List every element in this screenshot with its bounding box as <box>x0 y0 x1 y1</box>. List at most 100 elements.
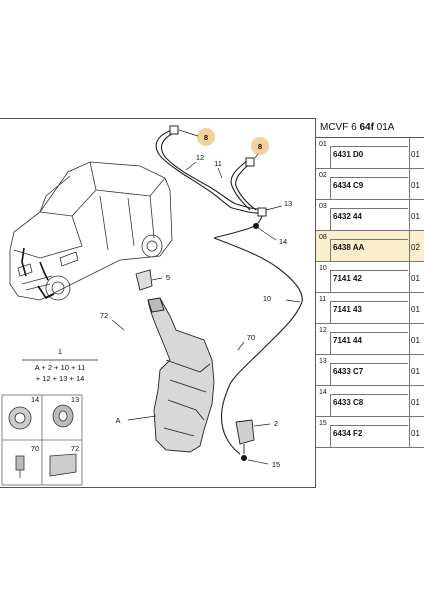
part-reference[interactable]: 7141 43 <box>333 305 362 314</box>
part-index: 02 <box>319 172 327 179</box>
kit-number: 1 <box>58 347 62 356</box>
row-divider <box>330 301 408 323</box>
callout-12: 12 <box>196 153 204 162</box>
part-reference[interactable]: 6433 C7 <box>333 367 364 376</box>
part-reference[interactable]: 6434 F2 <box>333 429 363 438</box>
row-divider <box>330 363 408 385</box>
callout-70: 70 <box>247 333 255 342</box>
part-reference[interactable]: 7141 42 <box>333 274 362 283</box>
connector-13 <box>257 207 267 217</box>
qty-divider <box>409 355 410 385</box>
legend-part-72-clip <box>49 453 77 477</box>
washer-jet-left <box>169 125 179 135</box>
washer-jet-right <box>245 157 255 167</box>
row-divider <box>330 146 408 168</box>
leader-lines <box>111 129 301 465</box>
qty-divider <box>409 200 410 230</box>
legend-label-13: 13 <box>71 395 79 404</box>
part-row[interactable]: 13 6433 C7 01 <box>316 355 424 386</box>
part-index: 13 <box>319 358 327 365</box>
exploded-diagram: 8 8 12 11 13 14 5 10 72 70 A 2 15 1 A + … <box>0 118 315 488</box>
washer-reservoir <box>147 297 215 453</box>
part-row[interactable]: 14 6433 C8 01 <box>316 386 424 417</box>
row-divider <box>330 208 408 230</box>
row-divider <box>330 239 408 261</box>
part-reference[interactable]: 7141 44 <box>333 336 362 345</box>
part-quantity: 01 <box>411 150 420 159</box>
legend-part-70-clip <box>15 455 25 478</box>
qty-divider <box>409 138 410 168</box>
parts-table: MCVF 6 64f 01A 01 6431 D0 01 02 6434 C9 01 03 6… <box>315 118 424 488</box>
small-parts-legend <box>1 394 83 486</box>
part-quantity: 01 <box>411 336 420 345</box>
part-index: 14 <box>319 389 327 396</box>
qty-divider <box>409 231 410 261</box>
part-row[interactable]: 02 6434 C9 01 <box>316 169 424 200</box>
part-quantity: 01 <box>411 274 420 283</box>
qty-divider <box>409 324 410 354</box>
row-divider <box>330 394 408 416</box>
part-reference[interactable]: 6438 AA <box>333 243 365 252</box>
qty-divider <box>409 293 410 323</box>
callout-72: 72 <box>100 311 108 320</box>
part-reference[interactable]: 6433 C8 <box>333 398 364 407</box>
row-divider <box>330 332 408 354</box>
qty-divider <box>409 262 410 292</box>
upper-hoses <box>155 129 303 455</box>
clip-5 <box>135 269 153 291</box>
legend-label-70: 70 <box>31 444 39 453</box>
part-reference[interactable]: 6432 44 <box>333 212 362 221</box>
part-quantity: 01 <box>411 367 420 376</box>
part-index: 15 <box>319 420 327 427</box>
part-quantity: 01 <box>411 212 420 221</box>
part-reference[interactable]: 6434 C9 <box>333 181 364 190</box>
row-divider <box>330 270 408 292</box>
car-illustration <box>9 161 173 301</box>
row-divider <box>330 177 408 199</box>
callout-2: 2 <box>274 419 278 428</box>
callout-8b: 8 <box>258 142 262 151</box>
callout-14: 14 <box>279 237 287 246</box>
legend-label-14: 14 <box>31 395 39 404</box>
callout-a: A <box>115 416 120 425</box>
washer-pump <box>235 419 255 454</box>
diagram-code-prefix: MCVF 6 <box>320 122 360 133</box>
connector-15 <box>241 455 247 461</box>
callout-13: 13 <box>284 199 292 208</box>
part-reference[interactable]: 6431 D0 <box>333 150 364 159</box>
callout-10: 10 <box>263 294 271 303</box>
part-quantity: 01 <box>411 305 420 314</box>
part-row[interactable]: 03 6432 44 01 <box>316 200 424 231</box>
car-hose-marks <box>21 247 55 300</box>
part-index: 10 <box>319 265 327 272</box>
callout-8a: 8 <box>204 133 208 142</box>
legend-label-72: 72 <box>71 444 79 453</box>
part-row[interactable]: 15 6434 F2 01 <box>316 417 424 448</box>
part-index: 03 <box>319 203 327 210</box>
qty-divider <box>409 169 410 199</box>
kit-line-2: + 12 + 13 + 14 <box>36 374 85 383</box>
callout-11: 11 <box>214 159 222 168</box>
callout-8b-highlight <box>251 137 269 155</box>
part-quantity: 01 <box>411 398 420 407</box>
callout-5: 5 <box>166 273 170 282</box>
callout-8a-highlight <box>197 128 215 146</box>
kit-line-1: A + 2 + 10 + 11 <box>35 363 86 372</box>
part-row[interactable]: 10 7141 42 01 <box>316 262 424 293</box>
grommet-14 <box>253 223 259 229</box>
diagram-code-bold: 64f <box>359 122 374 133</box>
legend-part-14-ring <box>8 406 32 430</box>
diagram-code: MCVF 6 64f 01A <box>316 118 424 138</box>
legend-part-13-grommet <box>52 404 74 428</box>
part-quantity: 01 <box>411 429 420 438</box>
row-divider <box>330 425 408 447</box>
part-quantity: 02 <box>411 243 420 252</box>
part-quantity: 01 <box>411 181 420 190</box>
qty-divider <box>409 386 410 416</box>
callout-15: 15 <box>272 460 280 469</box>
